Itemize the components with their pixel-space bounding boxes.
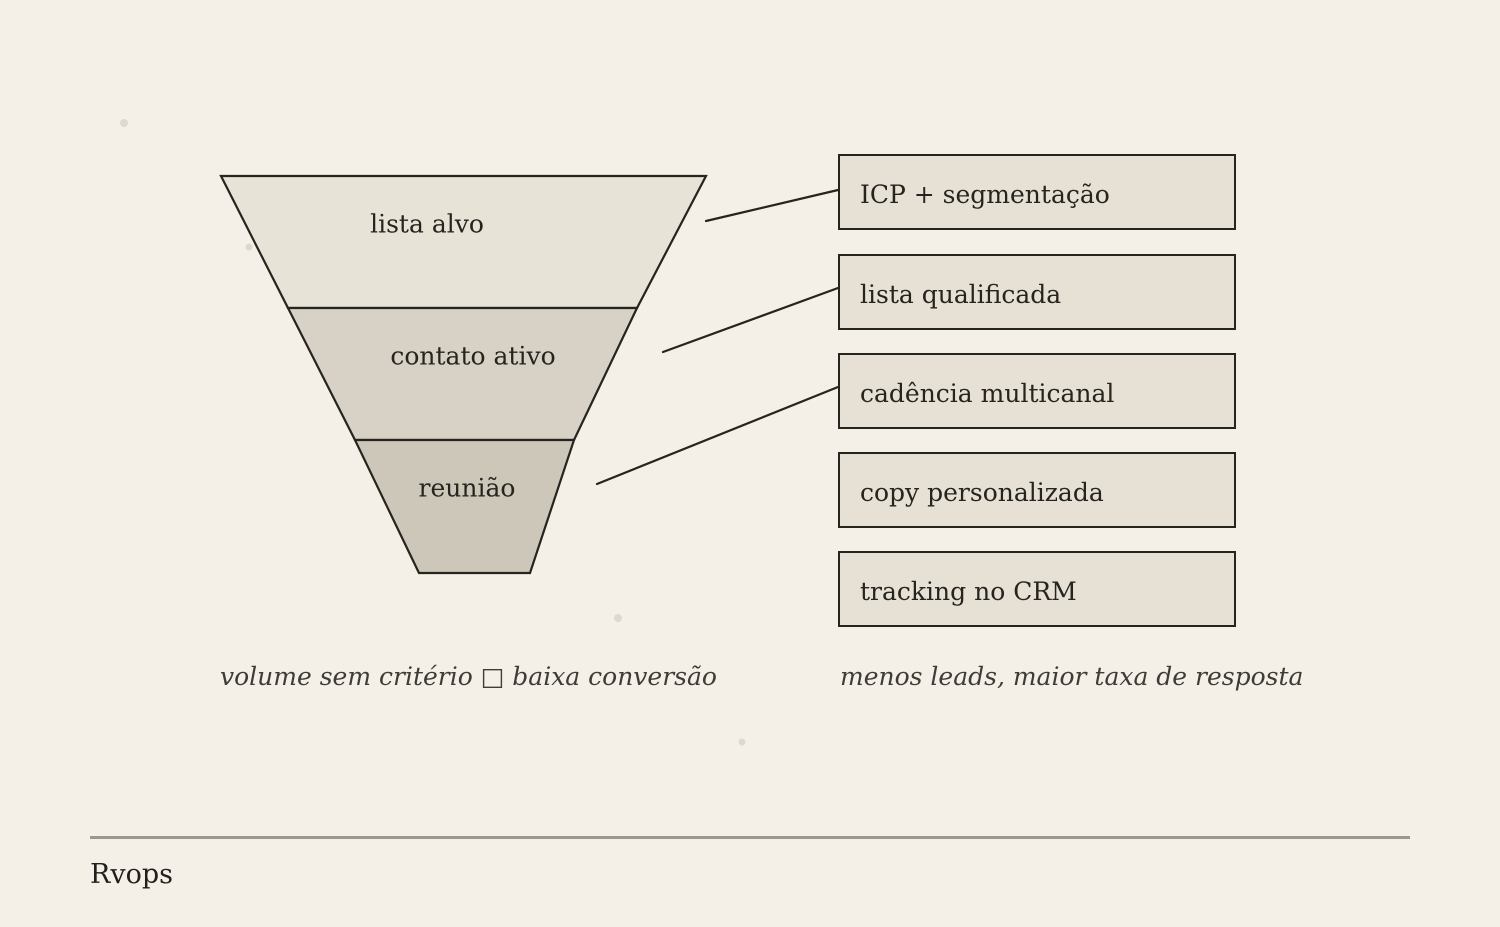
tactic-label: tracking no CRM: [860, 577, 1077, 606]
tactic-box-5: tracking no CRM: [838, 551, 1236, 627]
tactic-box-2: lista qualificada: [838, 254, 1236, 330]
funnel-stage-2-shape: [286, 306, 639, 442]
funnel-stage-1-label: lista alvo: [370, 209, 484, 239]
funnel-stage-3-shape: [353, 438, 576, 575]
decorative-dot: [738, 738, 746, 746]
tactic-box-1: ICP + segmentação: [838, 154, 1236, 230]
tactic-box-3: cadência multicanal: [838, 353, 1236, 429]
connector-line-2: [661, 286, 840, 354]
funnel-caption: volume sem critério □ baixa conversão: [220, 662, 717, 691]
tactic-label: cadência multicanal: [860, 379, 1115, 408]
tactic-label: lista qualificada: [860, 280, 1062, 309]
funnel-stage-1-shape: [219, 174, 708, 310]
footer-divider: [90, 836, 1410, 839]
brand-logo-text: Rvops: [90, 859, 173, 890]
decorative-dot: [245, 243, 253, 251]
funnel-stage-2-label: contato ativo: [390, 341, 556, 371]
decorative-dot: [120, 119, 128, 127]
tactic-label: ICP + segmentação: [860, 180, 1110, 209]
connector-line-3: [595, 385, 840, 486]
funnel-stage-3-label: reunião: [418, 473, 516, 503]
connector-line-1: [704, 188, 840, 223]
tactic-label: copy personalizada: [860, 478, 1104, 507]
decorative-dot: [614, 614, 622, 622]
tactics-caption: menos leads, maior taxa de resposta: [840, 662, 1304, 691]
tactic-box-4: copy personalizada: [838, 452, 1236, 528]
